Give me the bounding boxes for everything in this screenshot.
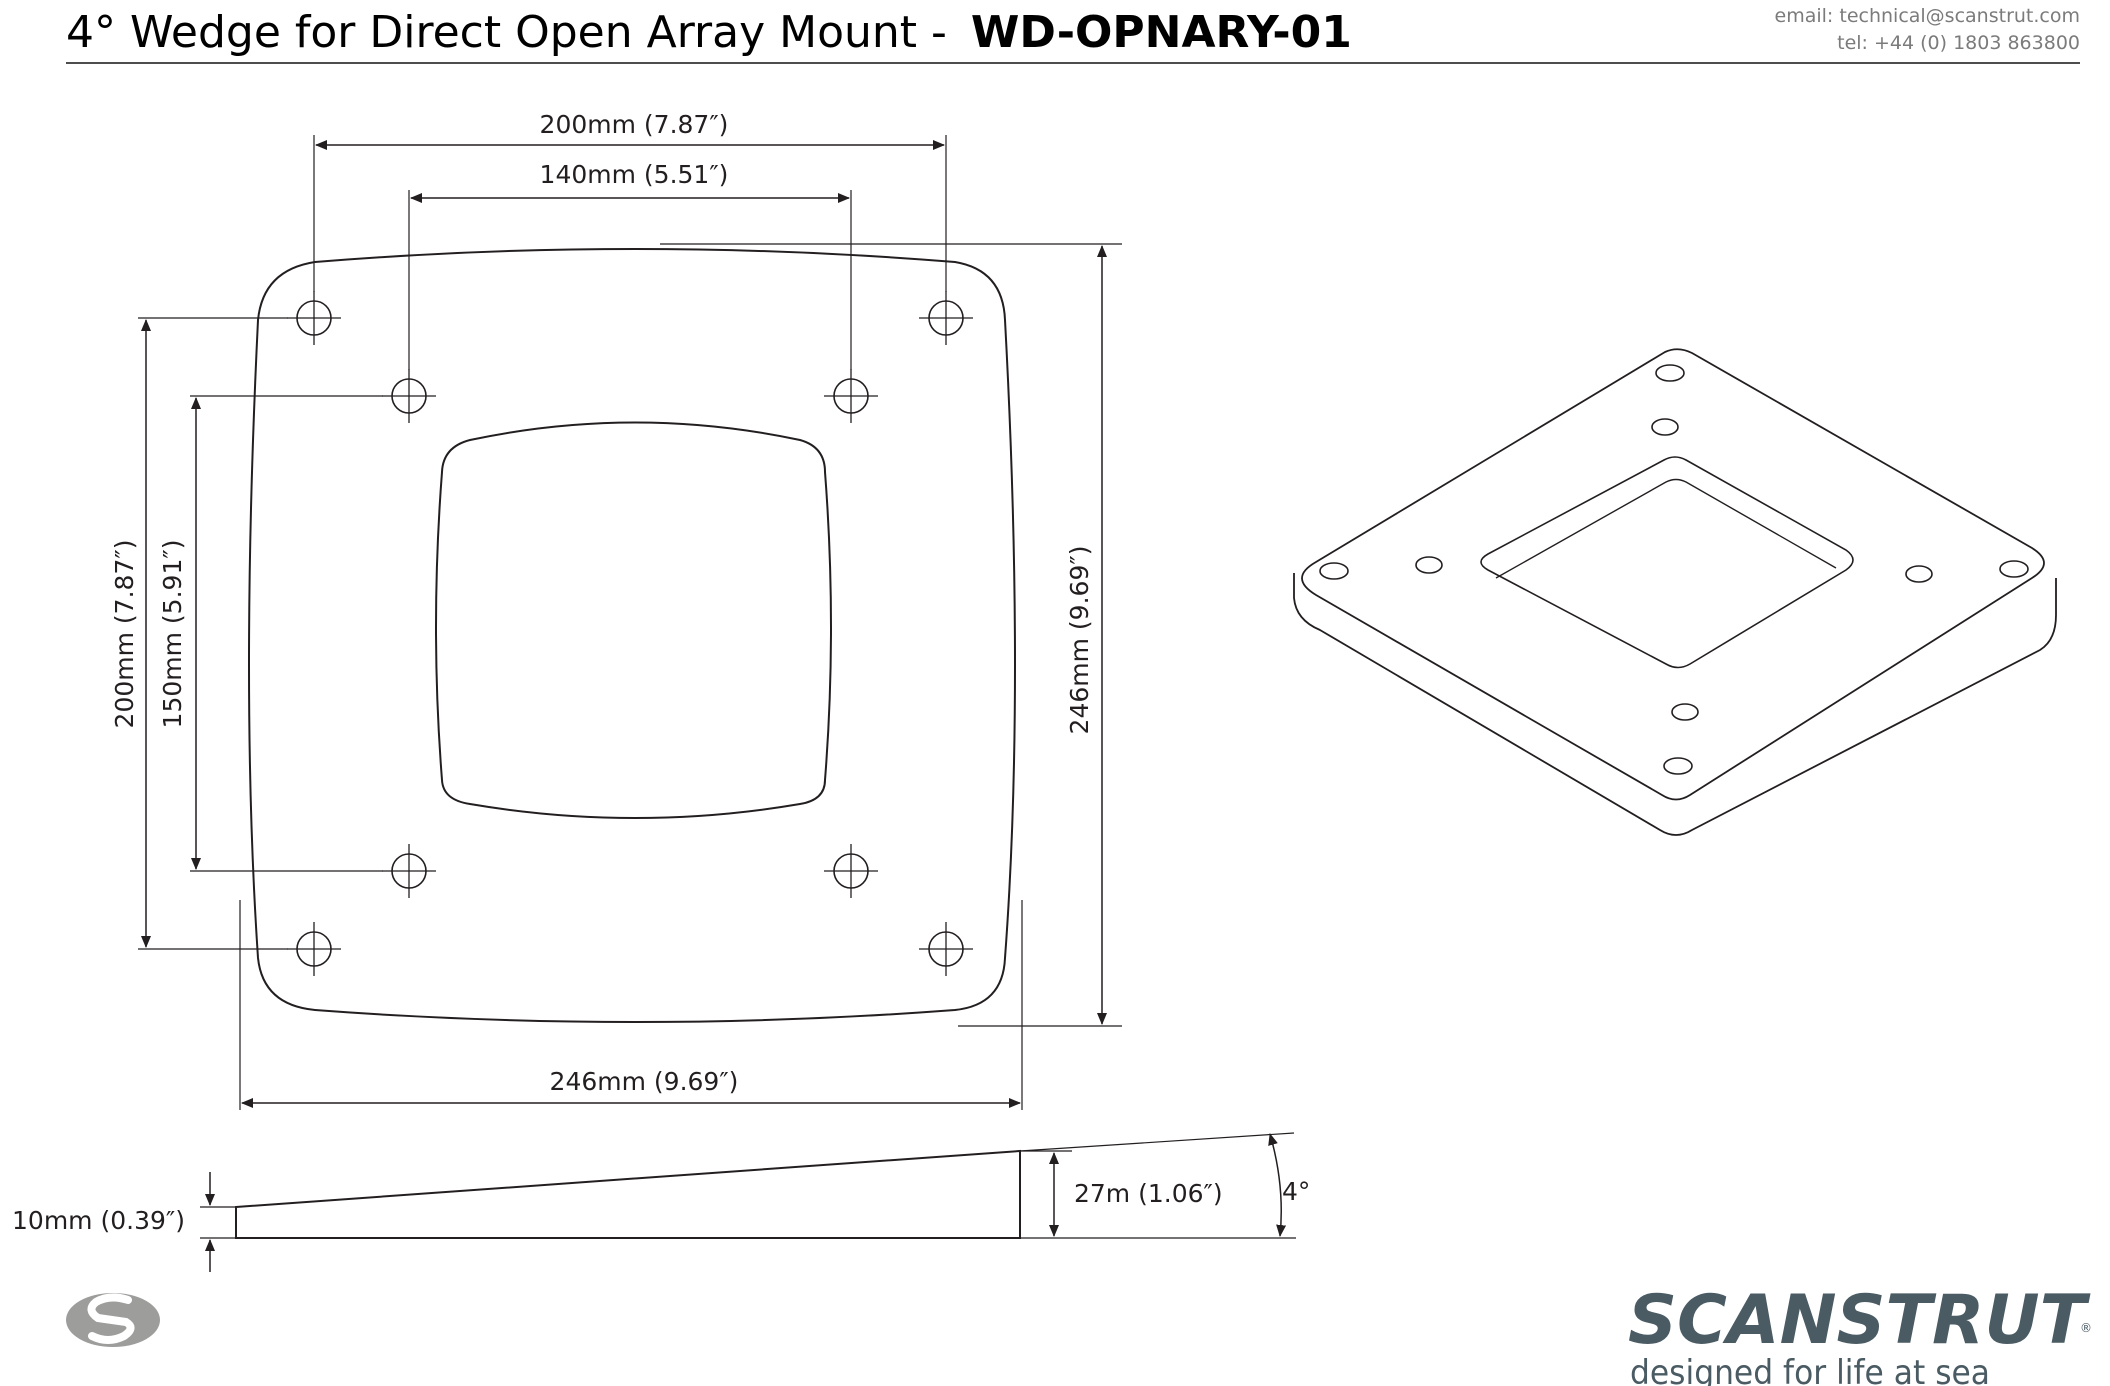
iso-hole-2: [1651, 418, 1679, 436]
scanstrut-s-logo-icon: [66, 1293, 160, 1347]
iso-plate-top: [1301, 348, 2045, 801]
plate-outline: [248, 248, 1016, 1023]
inner-hole-bottom-right: [823, 843, 879, 899]
extension-lines: [138, 135, 1122, 1110]
isometric-view: [1293, 348, 2057, 836]
label-thin-edge: 10mm (0.39″): [12, 1206, 185, 1235]
iso-hole-3: [1319, 562, 1349, 580]
brand-wordmark: SCANSTRUT: [1628, 1281, 2091, 1360]
label-angle: 4°: [1282, 1177, 1310, 1206]
iso-hole-8: [1663, 757, 1693, 775]
iso-hole-6: [1999, 560, 2029, 578]
side-view: 10mm (0.39″) 27m (1.06″) 4°: [12, 1132, 1310, 1272]
part-number: WD-OPNARY-01: [971, 7, 1352, 58]
title-prefix: 4° Wedge for Direct Open Array Mount -: [66, 7, 947, 58]
side-dimension-lines: [205, 1133, 1287, 1272]
outer-hole-bottom-left: [286, 921, 342, 977]
iso-holes: [1319, 364, 2029, 775]
iso-cutout-depth: [1495, 478, 1837, 579]
inner-hole-top-right: [823, 368, 879, 424]
label-inner-spacing-vertical: 150mm (5.91″): [158, 540, 187, 729]
footer: SCANSTRUT ® designed for life at sea: [66, 1281, 2092, 1386]
label-outer-spacing: 200mm (7.87″): [540, 110, 729, 139]
outer-hole-top-left: [286, 290, 342, 346]
side-extension-lines: [200, 1132, 1296, 1239]
inner-hole-bottom-left: [381, 843, 437, 899]
iso-hole-7: [1671, 703, 1699, 721]
iso-hole-1: [1655, 364, 1685, 382]
iso-hole-5: [1905, 565, 1933, 583]
dim-arc-angle: [1268, 1133, 1287, 1237]
label-inner-spacing: 140mm (5.51″): [540, 160, 729, 189]
page-title: 4° Wedge for Direct Open Array Mount - W…: [66, 7, 1352, 58]
outer-hole-top-right: [918, 290, 974, 346]
plan-view: 200mm (7.87″) 140mm (5.51″) 200mm (7.87″…: [110, 110, 1122, 1110]
registered-mark-icon: ®: [2080, 1321, 2092, 1335]
iso-plate-side: [1293, 573, 2057, 836]
iso-hole-4: [1415, 556, 1443, 574]
contact-email: email: technical@scanstrut.com: [1775, 5, 2080, 27]
outer-hole-bottom-right: [918, 921, 974, 977]
brand-tagline: designed for life at sea: [1630, 1353, 1990, 1386]
wedge-profile: [235, 1149, 1021, 1239]
iso-cutout-rim: [1480, 456, 1854, 669]
label-outer-spacing-vertical: 200mm (7.87″): [110, 540, 139, 729]
dimension-lines: [141, 140, 1107, 1108]
header: 4° Wedge for Direct Open Array Mount - W…: [66, 5, 2080, 64]
label-overall-height: 246mm (9.69″): [1065, 546, 1094, 735]
contact-phone: tel: +44 (0) 1803 863800: [1837, 32, 2080, 54]
label-overall-width: 246mm (9.69″): [550, 1067, 739, 1096]
center-cutout: [435, 421, 832, 819]
inner-hole-top-left: [381, 368, 437, 424]
label-thick-edge: 27m (1.06″): [1074, 1179, 1223, 1208]
